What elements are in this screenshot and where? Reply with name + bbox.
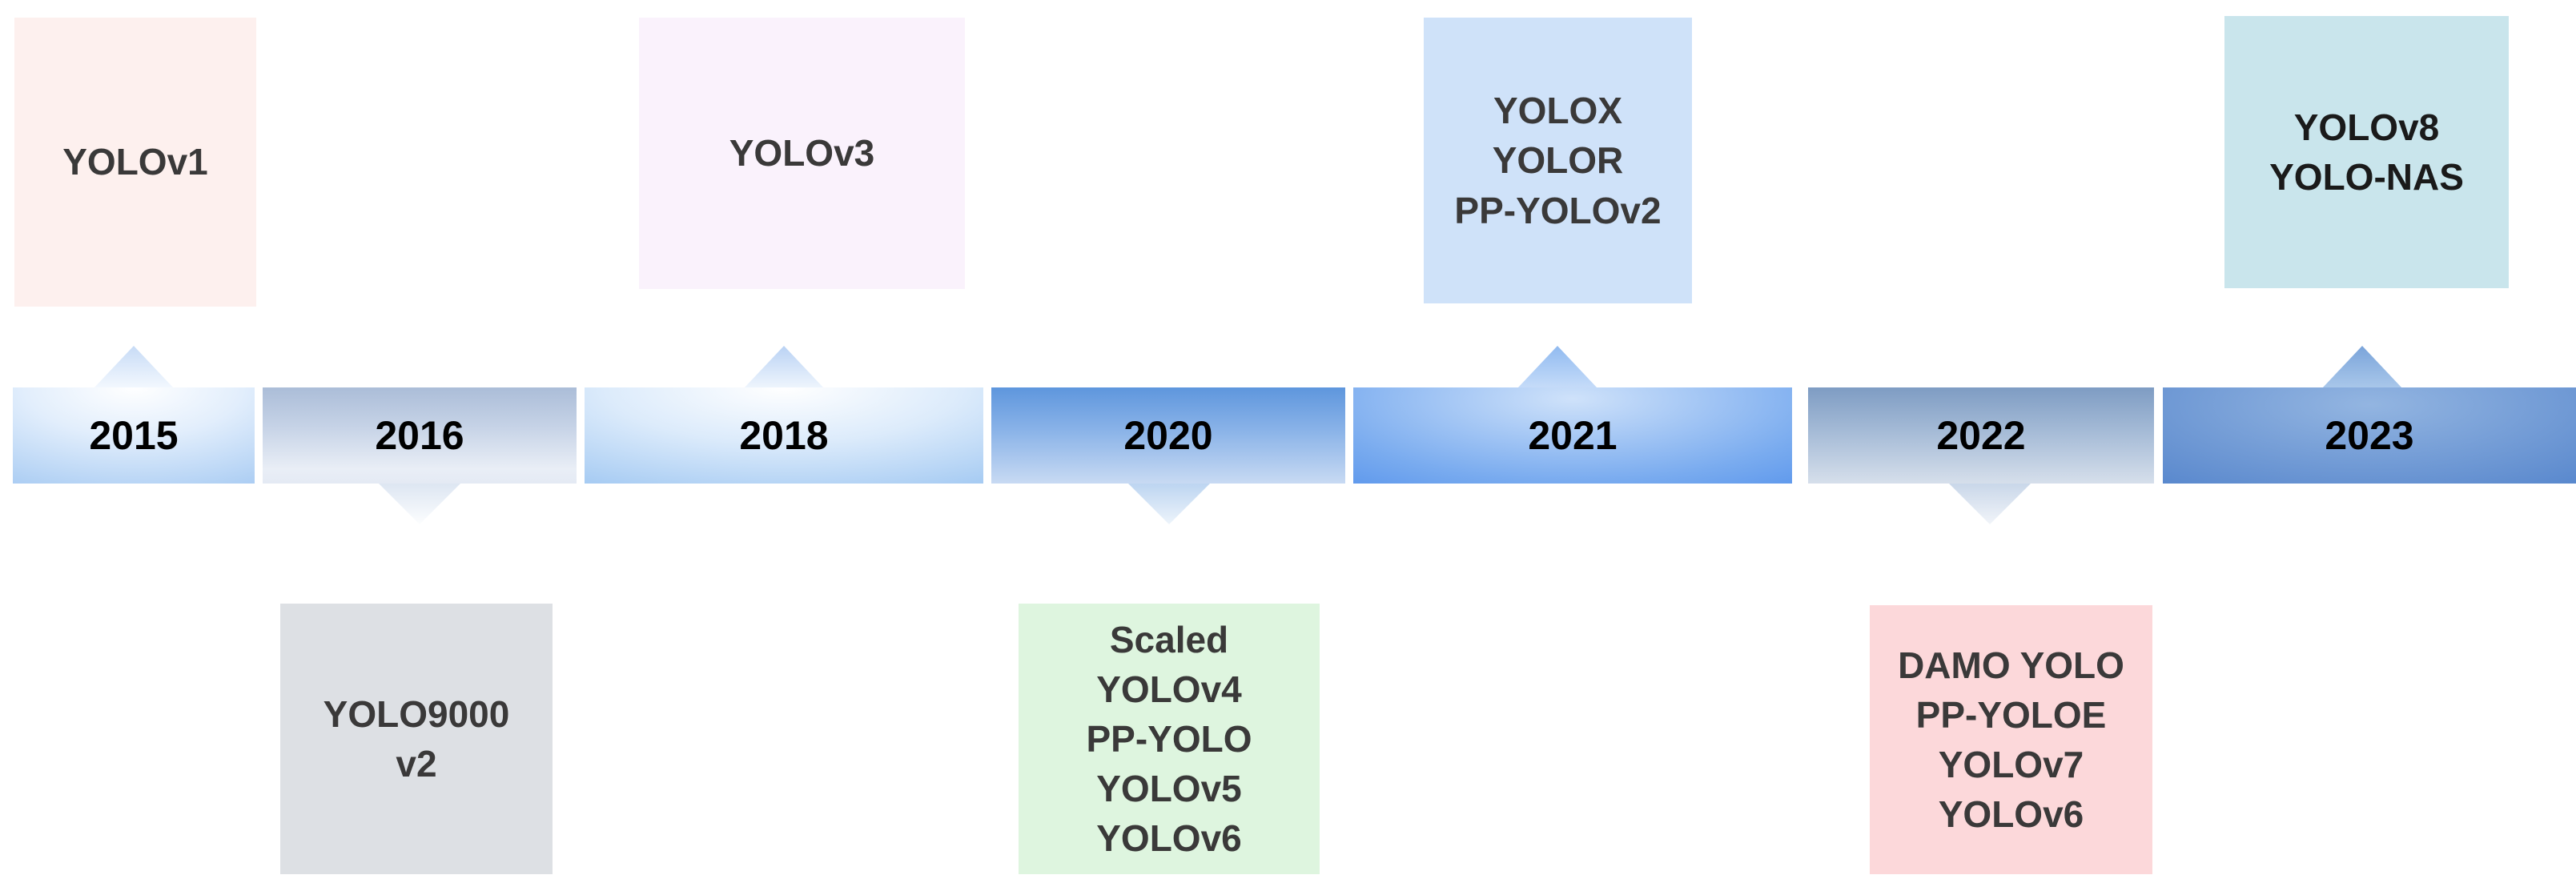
year-segment-2023: 2023	[2163, 387, 2576, 484]
model-label: YOLOv3	[729, 132, 875, 175]
model-label: YOLOX	[1493, 90, 1623, 132]
year-label-2015: 2015	[89, 413, 179, 458]
model-label: YOLOv6	[1096, 817, 1242, 860]
model-label: YOLOv7	[1938, 744, 2084, 785]
model-label: PP-YOLOE	[1915, 693, 2107, 736]
model-label: YOLOv5	[1096, 768, 1242, 810]
model-label: v2	[396, 743, 437, 785]
year-segment-2021: 2021	[1353, 387, 1792, 484]
up-arrow-2018	[744, 346, 824, 388]
up-arrow-2015	[94, 346, 174, 388]
model-label: YOLO9000	[323, 692, 510, 735]
up-arrow-2023	[2322, 346, 2402, 388]
model-label: PP-YOLO	[1086, 717, 1252, 760]
model-label: YOLOR	[1492, 139, 1624, 182]
down-arrow-2016	[379, 484, 460, 524]
model-label: YOLOv4	[1096, 668, 1242, 710]
year-segment-2018: 2018	[585, 387, 983, 484]
model-box-yolov8-yolonas: YOLOv8 YOLO-NAS	[2224, 16, 2509, 288]
year-label-2018: 2018	[739, 413, 829, 458]
model-box-yolov1: YOLOv1	[14, 18, 256, 307]
model-label: PP-YOLOv2	[1454, 189, 1662, 231]
model-label: Scaled	[1109, 618, 1229, 660]
model-box-yolov3: YOLOv3	[639, 18, 965, 289]
year-segment-2016: 2016	[263, 387, 577, 484]
model-box-damo-yolo-group: DAMO YOLO PP-YOLOE YOLOv7 YOLOv6	[1870, 605, 2152, 874]
model-label: YOLOv1	[62, 141, 208, 183]
model-box-scaled-yolov4-group: Scaled YOLOv4 PP-YOLO YOLOv5 YOLOv6	[1019, 604, 1320, 874]
year-label-2022: 2022	[1936, 413, 2026, 458]
down-arrow-2020	[1128, 484, 1210, 524]
model-label: YOLOv6	[1938, 793, 2084, 836]
year-segment-2015: 2015	[13, 387, 255, 484]
year-label-2021: 2021	[1528, 413, 1618, 458]
model-label: YOLOv8	[2293, 106, 2440, 148]
model-label: DAMO YOLO	[1898, 644, 2124, 686]
year-label-2016: 2016	[375, 413, 464, 458]
year-segment-2020: 2020	[991, 387, 1345, 484]
model-box-yolo9000-v2: YOLO9000 v2	[280, 604, 553, 874]
year-label-2023: 2023	[2325, 413, 2414, 458]
model-label: YOLO-NAS	[2269, 156, 2464, 198]
down-arrow-2022	[1949, 484, 2031, 524]
model-box-yolox-yolor-ppyolov2: YOLOX YOLOR PP-YOLOv2	[1424, 18, 1692, 303]
up-arrow-2021	[1517, 346, 1597, 388]
year-label-2020: 2020	[1123, 413, 1213, 458]
year-segment-2022: 2022	[1808, 387, 2154, 484]
